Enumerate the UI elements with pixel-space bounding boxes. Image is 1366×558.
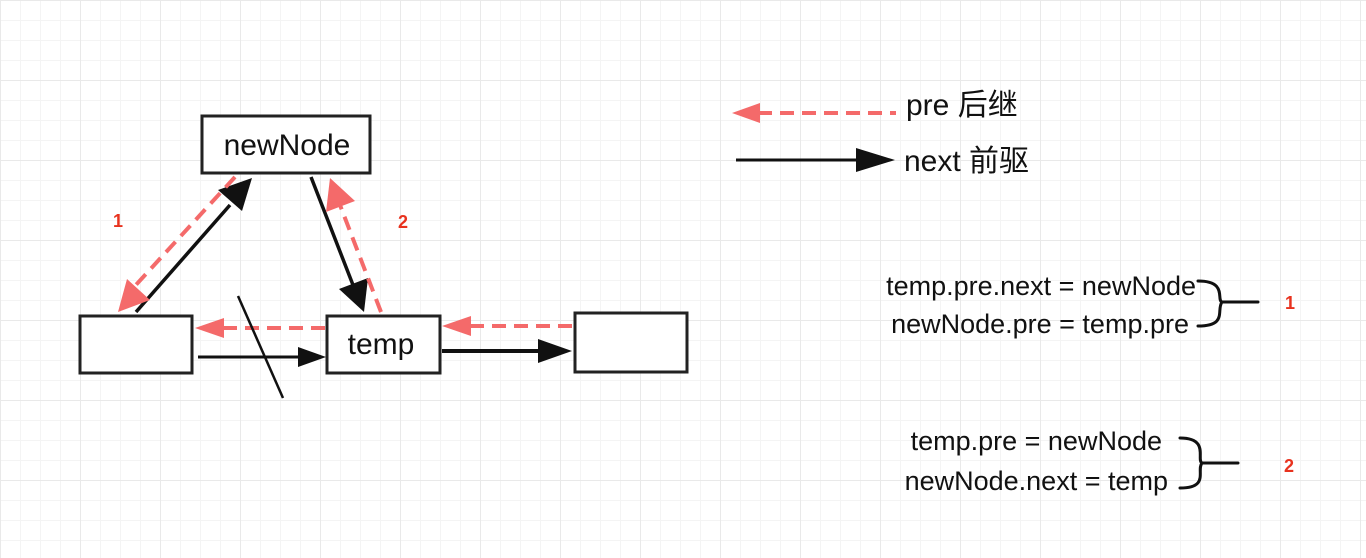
newnode-label: newNode xyxy=(224,129,351,162)
diagram-step-2: 2 xyxy=(398,212,408,232)
next-arrowhead-prev-to-temp xyxy=(298,347,326,367)
diagram-step-1: 1 xyxy=(113,211,123,231)
next-arrowhead-newnode-to-temp xyxy=(339,278,368,312)
brace-1 xyxy=(1196,279,1260,328)
brace-2 xyxy=(1178,436,1240,490)
next-arrow-prev-to-newnode xyxy=(134,203,232,314)
code-step-1: 1 xyxy=(1285,293,1295,313)
code-line-2-1: temp.pre = newNode xyxy=(911,426,1162,456)
pre-arrowhead-next-to-temp xyxy=(442,316,471,336)
temp-label: temp xyxy=(348,328,415,361)
code-line-2-2: newNode.next = temp xyxy=(905,466,1168,496)
next-arrowhead-prev-to-newnode xyxy=(218,178,252,211)
legend-pre-arrowhead xyxy=(732,103,760,123)
pre-arrowhead-newnode-to-prev xyxy=(118,279,150,312)
legend-next-label: next 前驱 xyxy=(904,145,1029,178)
temp-box xyxy=(325,314,442,375)
next-node-box xyxy=(573,311,689,374)
next-arrow-newnode-to-temp xyxy=(309,176,355,286)
pre-arrowhead-temp-to-newnode xyxy=(326,178,355,212)
cut-mark xyxy=(236,295,285,399)
pre-arrowhead-temp-to-prev xyxy=(195,318,224,338)
legend-pre-label: pre 后继 xyxy=(906,89,1018,122)
pre-arrow-newnode-to-prev xyxy=(132,175,237,289)
code-line-1-2: newNode.pre = temp.pre xyxy=(891,309,1189,339)
code-line-1-1: temp.pre.next = newNode xyxy=(886,271,1196,301)
newnode-box xyxy=(200,114,372,175)
next-arrowhead-temp-to-next xyxy=(538,339,572,363)
prev-node-box xyxy=(78,314,194,375)
code-step-2: 2 xyxy=(1284,456,1294,476)
pre-arrow-temp-to-newnode xyxy=(338,204,383,313)
legend-next-arrowhead xyxy=(856,148,895,172)
